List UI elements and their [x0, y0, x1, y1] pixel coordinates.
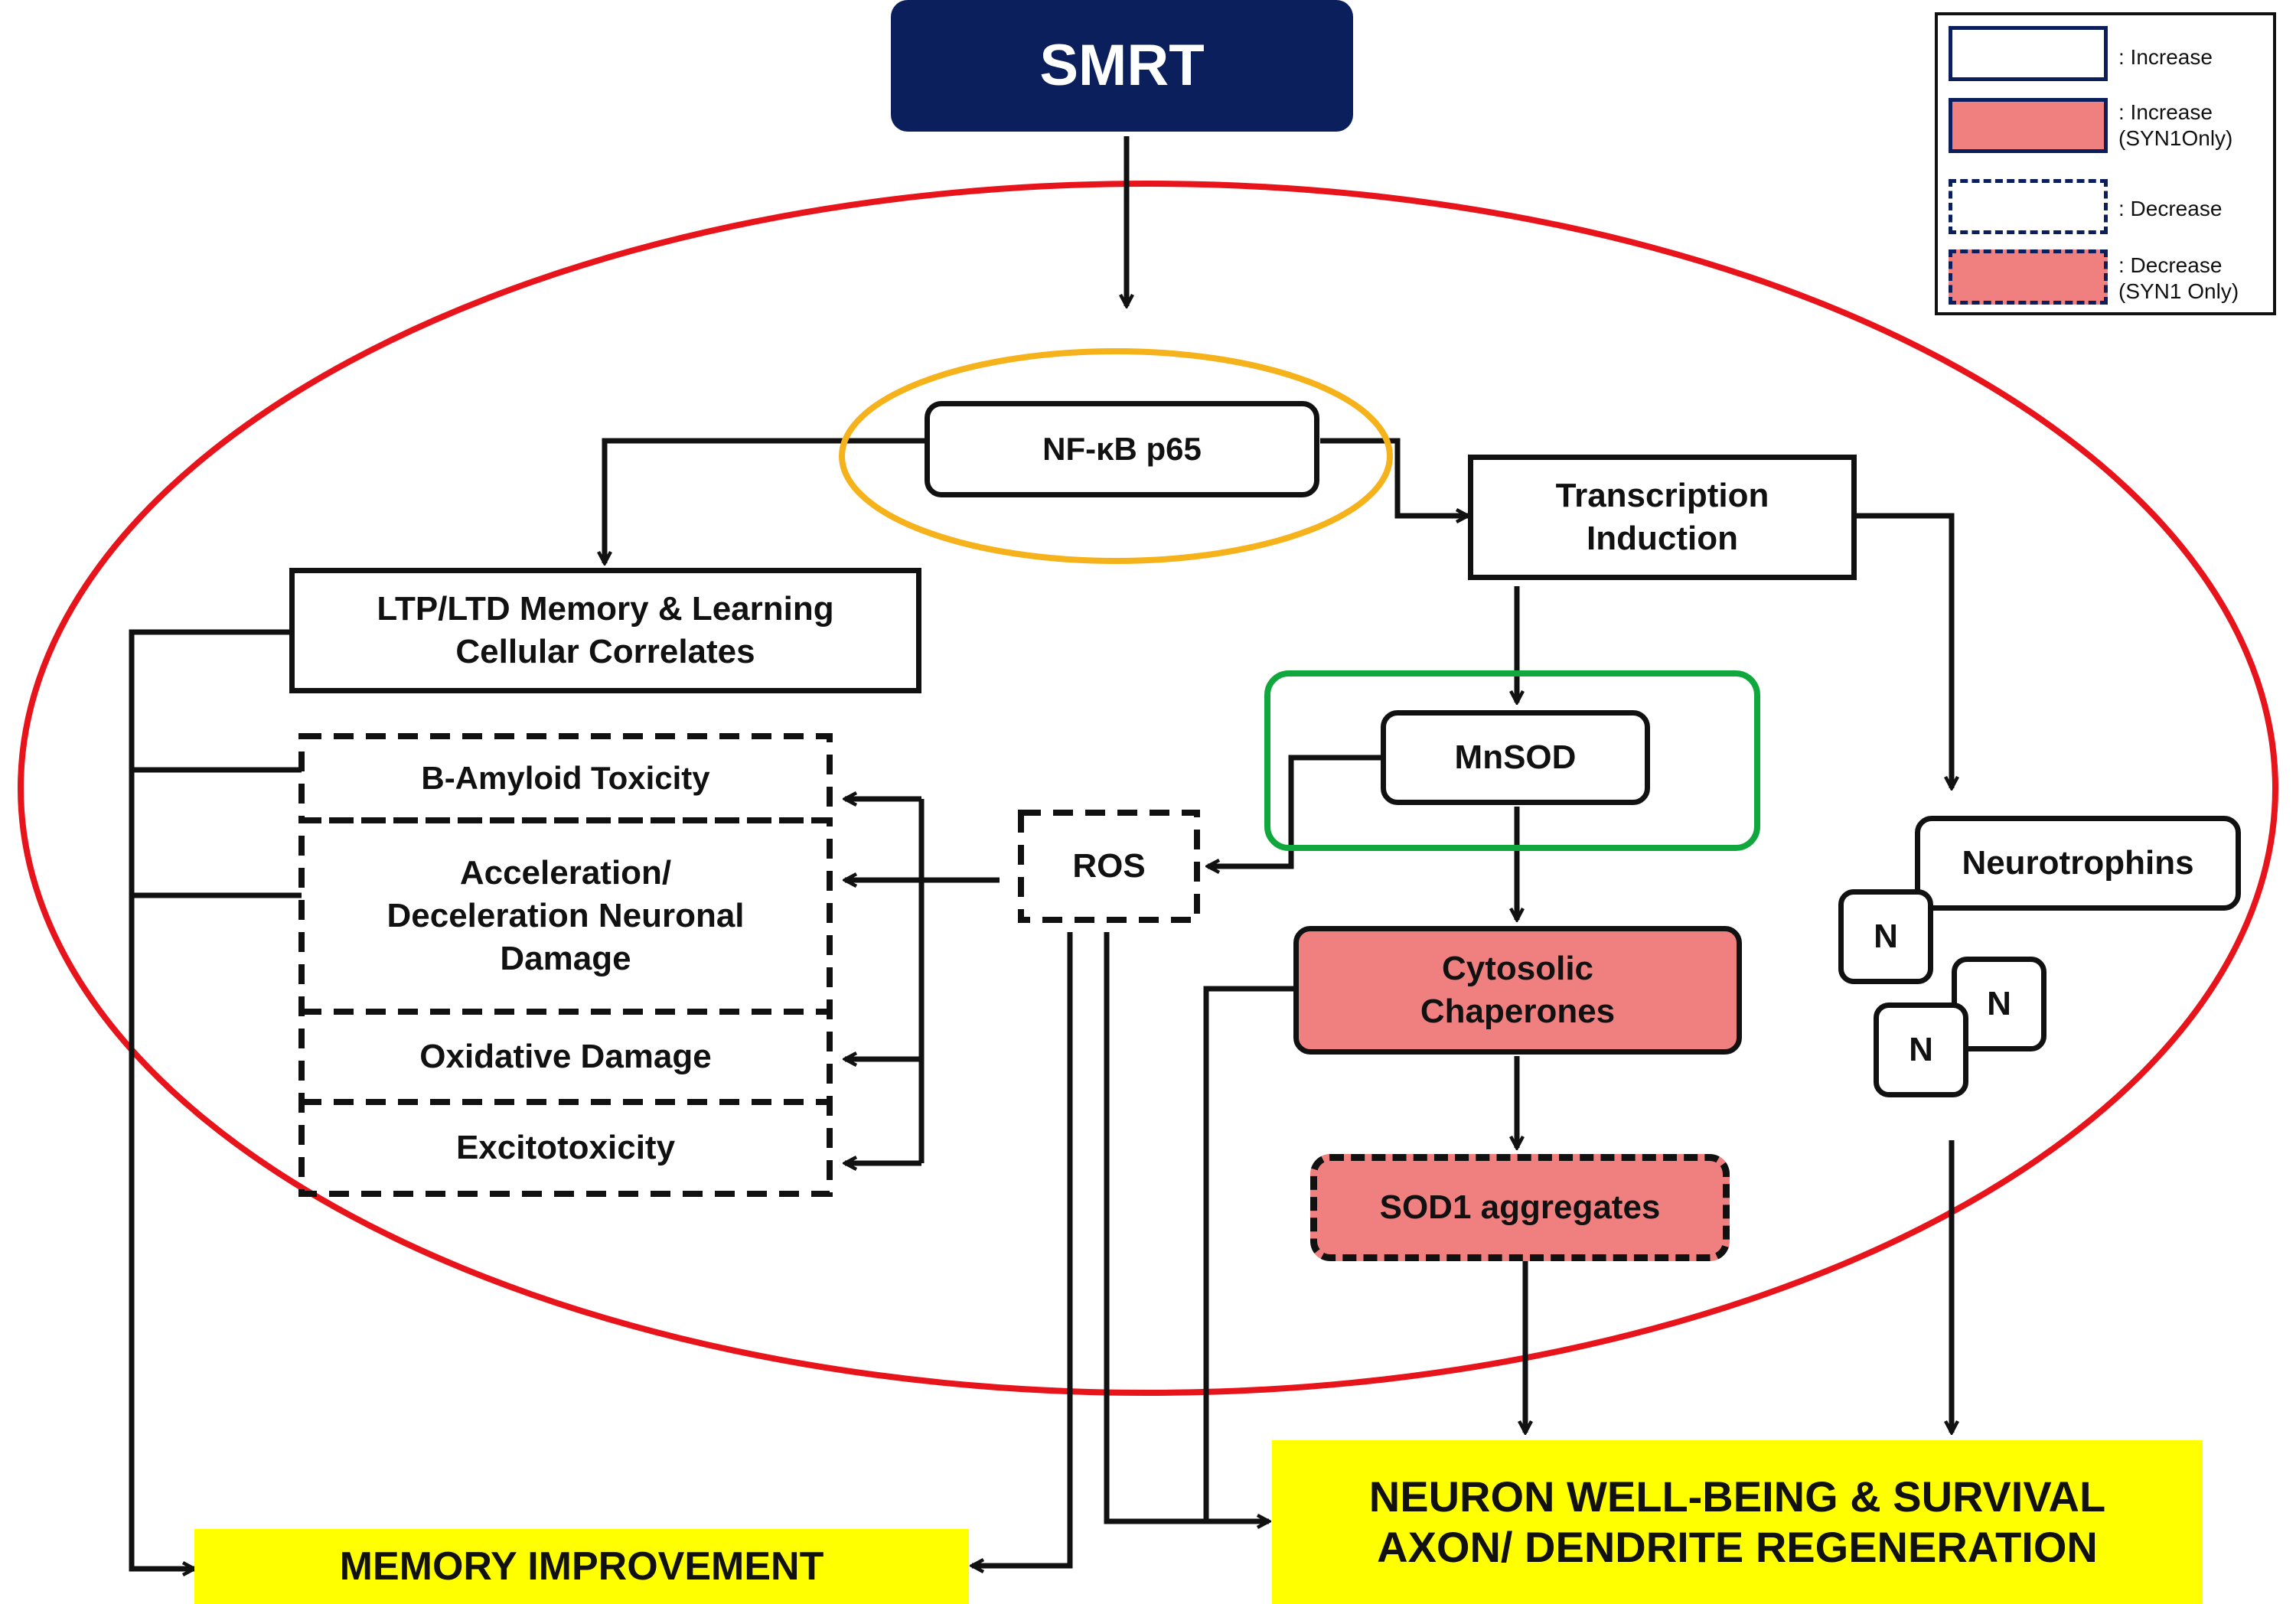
neurotrophin-marker: N — [1838, 889, 1933, 984]
amyloid-label: B-Amyloid Toxicity — [421, 760, 710, 797]
transcription-node: Transcription Induction — [1468, 455, 1857, 580]
neuron-survival-outcome: NEURON WELL-BEING & SURVIVAL AXON/ DENDR… — [1272, 1440, 2203, 1604]
legend-swatch-decrease — [1949, 179, 2108, 234]
damage-stack-outline — [298, 817, 833, 1197]
edge-nfkb-transcription — [1320, 438, 1468, 516]
edge-ros-neuron — [1104, 932, 1269, 1521]
legend: : Increase : Increase (SYN1Only) : Decre… — [1935, 12, 2276, 315]
legend-label-increase: : Increase — [2118, 45, 2213, 69]
edge-nfkb-ltp — [605, 438, 934, 563]
mnsod-highlight-frame — [1264, 670, 1760, 851]
cytosolic-chaperones-node: Cytosolic Chaperones — [1293, 926, 1742, 1055]
ros-box-outline — [1018, 810, 1200, 923]
edge-left-memory — [129, 629, 289, 1569]
excitotoxicity-label: Excitotoxicity — [455, 1128, 676, 1166]
legend-label-increase-syn1: : Increase (SYN1Only) — [2118, 100, 2233, 150]
legend-swatch-increase — [1949, 26, 2108, 81]
edge-mnsod-ros — [1208, 755, 1381, 866]
ltp-node: LTP/LTD Memory & Learning Cellular Corre… — [289, 568, 921, 693]
ros-node: ROS — [1072, 846, 1146, 885]
nfkb-highlight-ring — [839, 348, 1393, 564]
edge-cytosolic-neuron — [1203, 986, 1300, 1521]
oxidative-label: Oxidative Damage — [419, 1037, 712, 1075]
legend-label-decrease-syn1: : Decrease (SYN1 Only) — [2118, 253, 2239, 303]
nfkb-node: NF-κB p65 — [925, 401, 1319, 497]
sod1-aggregates-node: SOD1 aggregates — [1310, 1154, 1730, 1261]
edge-ros-memory — [972, 932, 1073, 1566]
legend-swatch-increase-syn1 — [1949, 98, 2108, 153]
neurotrophins-node: Neurotrophins — [1915, 816, 2241, 911]
legend-label-decrease: : Decrease — [2118, 197, 2223, 220]
cell-outline — [18, 181, 2278, 1396]
neurotrophin-marker: N — [1874, 1002, 1968, 1097]
memory-improvement-outcome: MEMORY IMPROVEMENT — [194, 1529, 969, 1604]
legend-swatch-decrease-syn1 — [1949, 249, 2108, 305]
mnsod-node: MnSOD — [1381, 710, 1650, 805]
smrt-node: SMRT — [891, 0, 1353, 132]
acceleration-label: Acceleration/ Deceleration Neuronal Dama… — [386, 853, 745, 978]
edge-transcription-neurotrophins — [1857, 513, 1952, 788]
